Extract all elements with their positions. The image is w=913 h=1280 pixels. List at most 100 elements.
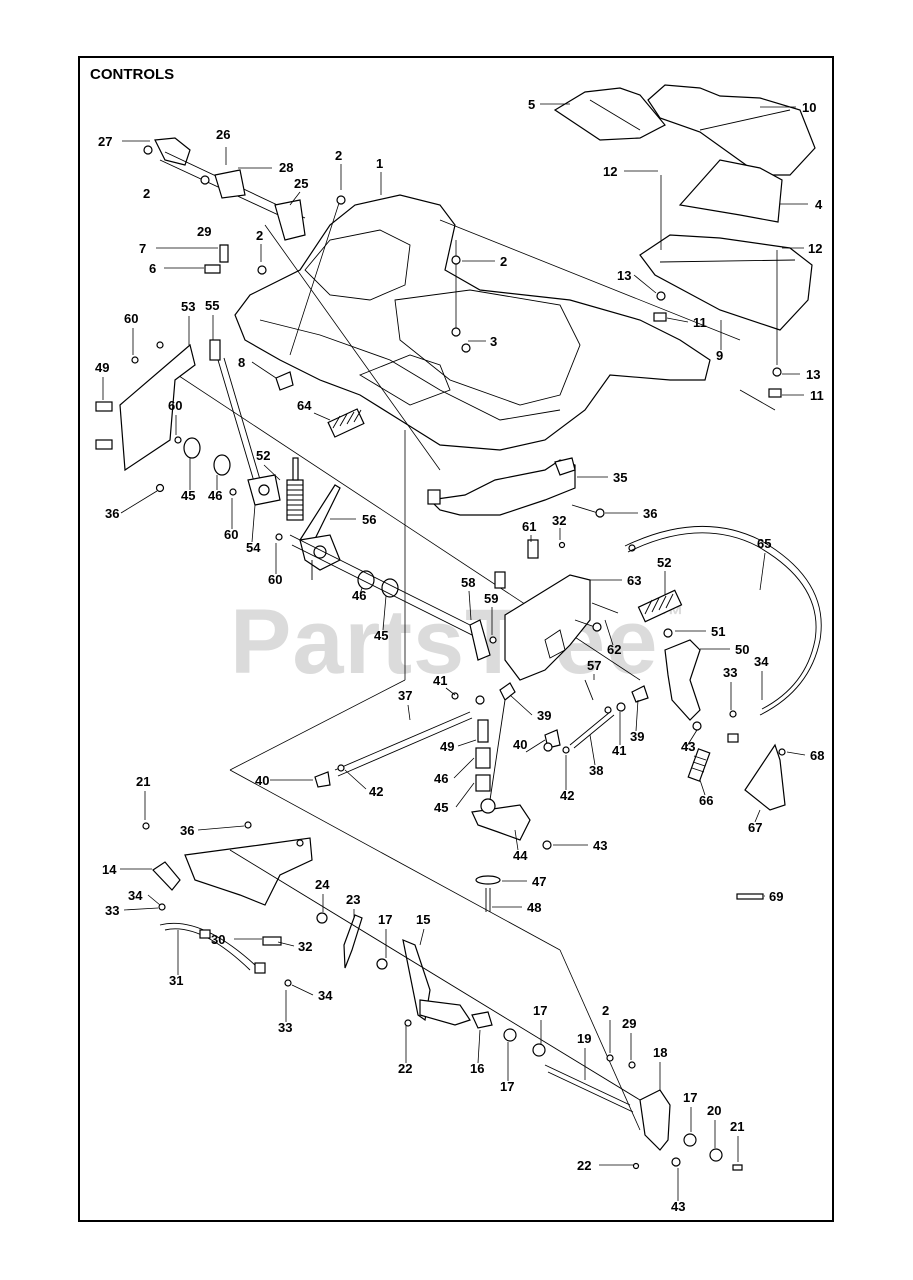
callout-c41a: 41: [433, 673, 447, 688]
callout-c33a: 33: [723, 665, 737, 680]
callout-c34c: 34: [318, 988, 333, 1003]
diagram-title: CONTROLS: [90, 66, 175, 83]
callout-c45b: 45: [374, 628, 388, 643]
callout-leader-c67: [754, 809, 761, 823]
callout-c45a: 45: [181, 488, 195, 503]
callout-leader-c38: [589, 734, 596, 766]
callout-c31: 31: [169, 973, 183, 988]
callout-c58: 58: [461, 575, 475, 590]
callout-leader-c46b: [359, 587, 363, 595]
callout-c39a: 39: [537, 708, 551, 723]
callout-c65: 65: [757, 536, 771, 551]
callout-c11b: 11: [810, 388, 824, 403]
floor-panel-9: [639, 234, 813, 331]
callout-c11a: 11: [693, 315, 707, 330]
callout-c66: 66: [699, 793, 713, 808]
stack-44-49: [471, 699, 552, 912]
callout-c50: 50: [735, 642, 749, 657]
callout-c36a: 36: [105, 506, 119, 521]
callout-c4: 4: [815, 197, 823, 212]
spring-52-left: [286, 457, 304, 521]
callout-c37: 37: [398, 688, 412, 703]
callout-c5: 5: [528, 97, 535, 112]
floor-mat-10: [647, 84, 816, 176]
lever-15: [376, 939, 493, 1029]
callout-c27: 27: [98, 134, 112, 149]
callout-leader-c36a: [120, 490, 158, 514]
callout-c41b: 41: [612, 743, 626, 758]
callout-c2d: 2: [500, 254, 507, 269]
callout-c63: 63: [627, 573, 641, 588]
callout-leader-c66: [699, 779, 706, 796]
callout-leader-c34b: [147, 894, 161, 906]
callout-c48: 48: [527, 900, 541, 915]
callout-c69: 69: [769, 889, 783, 904]
callout-c32a: 32: [552, 513, 566, 528]
hardware-11-13: [653, 175, 782, 398]
callout-c49a: 49: [95, 360, 109, 375]
callout-c1: 1: [376, 156, 383, 171]
bolts-36-57-62: [571, 504, 619, 701]
callout-c2e: 2: [602, 1003, 609, 1018]
callout-c47: 47: [532, 874, 546, 889]
callout-leader-c65: [759, 552, 766, 591]
callout-c34a: 34: [754, 654, 769, 669]
callout-c2c: 2: [256, 228, 263, 243]
callout-c56: 56: [362, 512, 376, 527]
spring-52-right: [628, 544, 683, 623]
rod-37: [314, 682, 516, 788]
shaft-19: [229, 849, 641, 1113]
callout-c38: 38: [589, 763, 603, 778]
callout-c9: 9: [716, 348, 723, 363]
callout-c8: 8: [238, 355, 245, 370]
callout-c42a: 42: [369, 784, 383, 799]
callout-c40a: 40: [513, 737, 527, 752]
callout-leader-c52a: [263, 464, 281, 481]
callout-c46c: 46: [434, 771, 448, 786]
callout-c2b: 2: [143, 186, 150, 201]
bolts-6-7: [204, 195, 471, 391]
callout-leader-c39b: [635, 699, 639, 732]
callout-c13a: 13: [617, 268, 631, 283]
callout-c64: 64: [297, 398, 312, 413]
callout-c21b: 21: [730, 1119, 744, 1134]
bracket-35: [427, 457, 576, 516]
callout-c2a: 2: [335, 148, 342, 163]
callout-c32b: 32: [298, 939, 312, 954]
callout-c54: 54: [246, 540, 261, 555]
callout-c3: 3: [490, 334, 497, 349]
lever-58: [469, 619, 497, 661]
callout-c33b: 33: [105, 903, 119, 918]
callout-leader-c36c: [197, 825, 245, 831]
callout-c17b: 17: [533, 1003, 547, 1018]
callout-leader-c68: [786, 751, 806, 756]
callout-c60a: 60: [124, 311, 138, 326]
callout-c18: 18: [653, 1045, 667, 1060]
callout-c33c: 33: [278, 1020, 292, 1035]
callout-c21a: 21: [136, 774, 150, 789]
callout-leader-c34c: [291, 984, 314, 996]
arm-67-spring-66: [687, 710, 786, 811]
callout-c44: 44: [513, 848, 528, 863]
callout-c30: 30: [211, 932, 225, 947]
callout-leader-c39a: [509, 694, 533, 716]
callout-c39b: 39: [630, 729, 644, 744]
callout-c34b: 34: [128, 888, 143, 903]
callout-leader-c62: [604, 619, 614, 646]
arm-23-washer-24: [316, 912, 363, 969]
callout-leader-c11a: [666, 317, 689, 323]
callout-leader-c8: [251, 361, 277, 379]
callout-leader-c33b: [123, 907, 159, 911]
callout-c53: 53: [181, 299, 195, 314]
callout-c29a: 29: [197, 224, 211, 239]
callout-leader-c37: [407, 704, 411, 721]
callout-c60c: 60: [224, 527, 238, 542]
callout-c12a: 12: [603, 164, 617, 179]
callout-leader-c41a: [445, 687, 456, 696]
callout-c6: 6: [149, 261, 156, 276]
callout-c61: 61: [522, 519, 536, 534]
callout-c46b: 46: [352, 588, 366, 603]
floor-mat-5: [553, 87, 666, 141]
callout-c59: 59: [484, 591, 498, 606]
